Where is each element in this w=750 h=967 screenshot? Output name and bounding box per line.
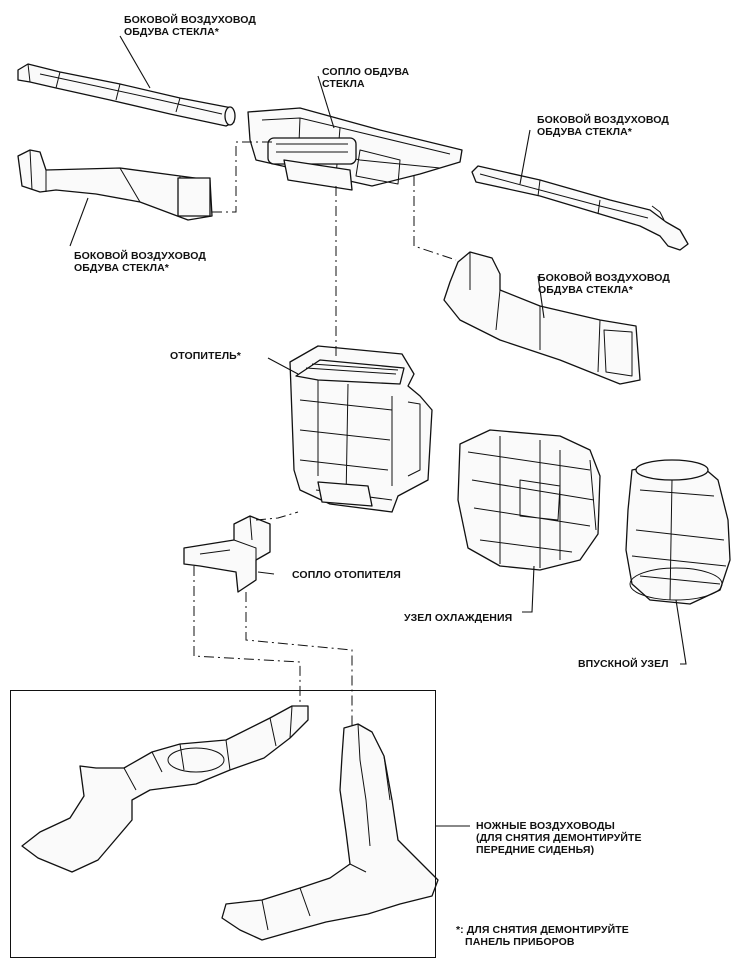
heater-part (289, 345, 433, 513)
label-footnote: *: ДЛЯ СНЯТИЯ ДЕМОНТИРУЙТЕ ПАНЕЛЬ ПРИБОР… (456, 924, 629, 948)
label-side-duct-left: БОКОВОЙ ВОЗДУХОВОД ОБДУВА СТЕКЛА* (74, 250, 206, 274)
side-duct-top-right-part (471, 165, 689, 251)
side-duct-top-left-part (17, 63, 236, 127)
label-foot-ducts: НОЖНЫЕ ВОЗДУХОВОДЫ (ДЛЯ СНЯТИЯ ДЕМОНТИРУ… (476, 820, 642, 856)
label-intake-unit: ВПУСКНОЙ УЗЕЛ (578, 658, 669, 670)
foot-ducts-part (21, 705, 439, 941)
label-side-duct-top-left: БОКОВОЙ ВОЗДУХОВОД ОБДУВА СТЕКЛА* (124, 14, 256, 38)
label-heater-nozzle: СОПЛО ОТОПИТЕЛЯ (292, 569, 401, 581)
label-side-duct-right: БОКОВОЙ ВОЗДУХОВОД ОБДУВА СТЕКЛА* (538, 272, 670, 296)
cooling-unit-part (457, 429, 601, 571)
defroster-nozzle-part (247, 107, 463, 191)
side-duct-right-part (443, 251, 641, 385)
foot-ducts-frame (10, 690, 436, 958)
side-duct-left-part (17, 149, 213, 221)
label-defroster-nozzle: СОПЛО ОБДУВА СТЕКЛА (322, 66, 410, 90)
label-cooling-unit: УЗЕЛ ОХЛАЖДЕНИЯ (404, 612, 513, 624)
label-side-duct-top-right: БОКОВОЙ ВОЗДУХОВОД ОБДУВА СТЕКЛА* (537, 114, 669, 138)
intake-unit-part (625, 459, 731, 605)
assembly-lines (193, 141, 457, 726)
label-heater: ОТОПИТЕЛЬ* (170, 350, 241, 362)
leader-lines (69, 35, 687, 827)
heater-nozzle-part (183, 515, 271, 593)
